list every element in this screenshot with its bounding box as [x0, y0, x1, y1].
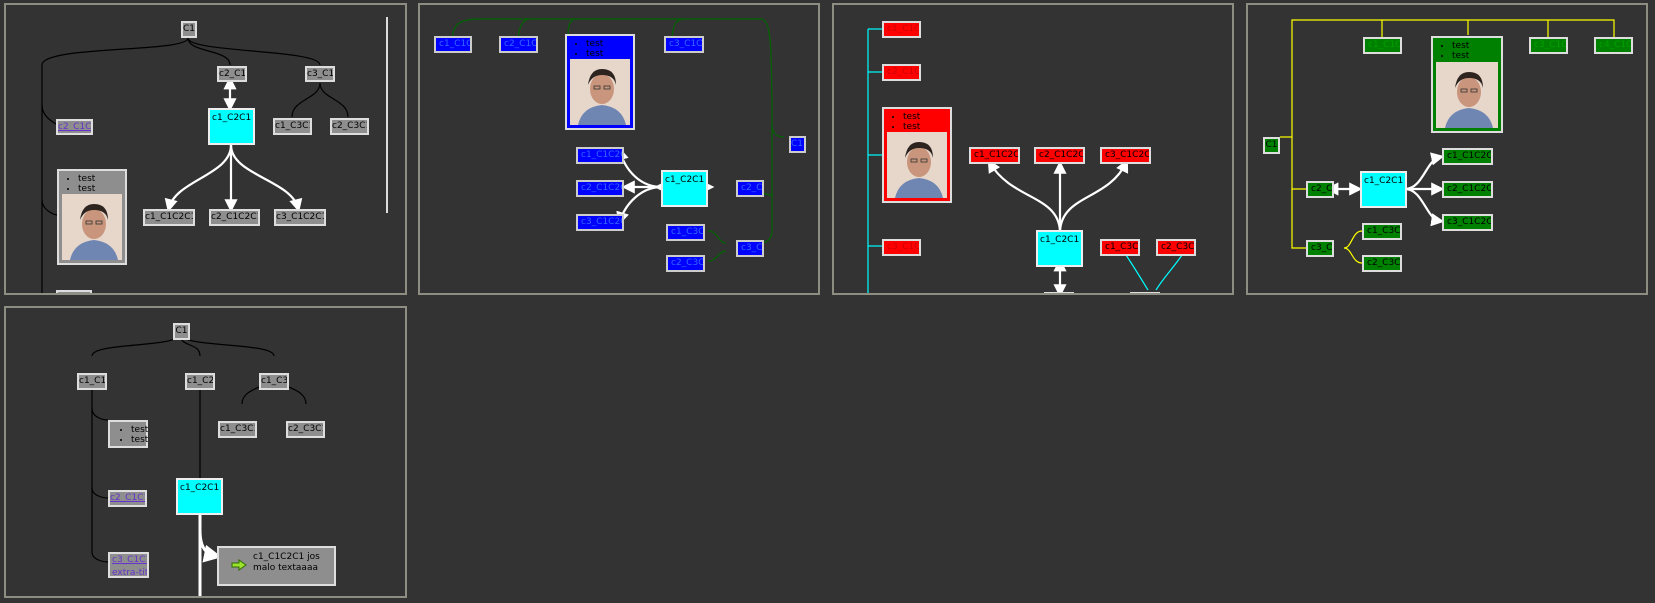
node-offscreen: [1130, 292, 1160, 293]
profile-card[interactable]: test test: [57, 169, 127, 265]
node-c2-c1c1[interactable]: c2_C1C1: [499, 36, 538, 53]
portrait-photo: [887, 132, 947, 198]
node-root[interactable]: C1: [1263, 137, 1280, 154]
node-c1-c3[interactable]: c1_C3: [259, 373, 289, 390]
node-c3-c1c1[interactable]: c3_C1C1: [1529, 37, 1568, 54]
portrait-photo: [1436, 62, 1498, 128]
node-root[interactable]: C1: [789, 136, 806, 153]
panel-tree-with-info: C1 c1_C1 c1_C2 c1_C3 test test c1_C3C1 c…: [4, 306, 407, 598]
arrow-right-icon: [231, 559, 247, 575]
node-c3-c1c1[interactable]: c3_C1C1: [664, 36, 704, 53]
node-c1-c3c1[interactable]: c1_C3C1: [1362, 223, 1402, 240]
node-c3-c1c2c1[interactable]: c3_C1C2C1: [274, 209, 326, 226]
node-c3-c1c2c1[interactable]: c3_C1C2C1: [1442, 214, 1493, 231]
list-item: test: [586, 39, 630, 49]
panel-red-tree: c1_C1C1 c2_C1C1 test test c3_C1C1 c1_C1C…: [832, 3, 1234, 295]
node-c2-c3c1[interactable]: c2_C3C1: [1362, 255, 1402, 272]
list-item: test: [131, 435, 148, 445]
node-c1-c1c1[interactable]: c1_C1C1: [882, 21, 921, 38]
node-c2-c1[interactable]: c2_C1: [217, 66, 247, 82]
profile-card[interactable]: test test: [565, 34, 635, 130]
profile-card[interactable]: test test: [1431, 36, 1503, 133]
list-card[interactable]: test test: [108, 420, 148, 448]
node-c1-c3c1[interactable]: c1_C3C1: [1100, 239, 1140, 256]
vertical-scrollbar[interactable]: [386, 17, 388, 213]
node-c3-c1c2c1[interactable]: c3_C1C2C1: [576, 214, 624, 231]
link-c3-c1c1-extra[interactable]: c3_C1C1 extra-title: [108, 552, 149, 578]
node-c3-c1[interactable]: c3_C1: [1306, 240, 1334, 257]
panel-blue-tree: c1_C1C1 c2_C1C1 test test c3_C1C1 c1_C1C…: [418, 3, 820, 295]
node-c2-c3c1[interactable]: c2_C3C1: [1156, 239, 1196, 256]
node-c1-c3c1[interactable]: c1_C3C1: [273, 118, 312, 135]
node-c4-c1c1[interactable]: c4_C1C1: [1594, 37, 1633, 54]
list-item: test: [586, 49, 630, 59]
node-c2-c1c2c1[interactable]: c2_C1C2C1: [1442, 181, 1493, 198]
node-offscreen: [1044, 292, 1074, 293]
node-c1-c2c1[interactable]: c1_C2C1: [208, 108, 255, 145]
node-c1-c2[interactable]: c1_C2: [185, 373, 215, 390]
node-root[interactable]: C1: [173, 323, 190, 340]
node-c2-c1c1[interactable]: c2_C1C1: [882, 64, 921, 81]
node-c1-c2c1[interactable]: c1_C2C1: [1036, 230, 1083, 267]
node-c3-c1[interactable]: c3_C1: [305, 66, 335, 82]
list-item: test: [131, 425, 148, 435]
node-c1-c2c1[interactable]: c1_C2C1: [176, 478, 223, 515]
card-list: test test: [1452, 41, 1498, 61]
link-c3-c1c1[interactable]: c3_C1C1: [112, 555, 149, 565]
node-c1-c2c1[interactable]: c1_C2C1: [1360, 171, 1407, 208]
card-list: test test: [903, 112, 947, 132]
panel-vertical-tree: C1 c2_C1 c3_C1 c1_C2C1 c1_C3C1 c2_C3C1 c…: [4, 3, 407, 295]
node-c2-c3c1[interactable]: c2_C3C1: [286, 421, 325, 438]
info-box[interactable]: c1_C1C2C1 jos malo textaaaa: [217, 546, 336, 586]
node-c1-c1[interactable]: c1_C1: [77, 373, 107, 390]
node-c1-c3c1[interactable]: c1_C3C1: [666, 224, 705, 241]
card-list: test test: [586, 39, 630, 59]
node-c1-c2c1[interactable]: c1_C2C1: [661, 170, 708, 207]
panel-green-tree: C1 c1_C1C1 test test c3_C1C1 c4_C1C1 c2_…: [1246, 3, 1648, 295]
list-item: test: [78, 174, 122, 184]
node-c1-c1c2c1[interactable]: c1_C1C2C1: [969, 147, 1020, 164]
node-c1-c1c1[interactable]: c1_C1C1: [434, 36, 472, 53]
node-c3-c1c1[interactable]: c3_C1C1: [882, 239, 921, 256]
list-item: test: [1452, 51, 1498, 61]
profile-card[interactable]: test test: [882, 107, 952, 203]
info-text: c1_C1C2C1 jos malo textaaaa: [253, 552, 320, 573]
link-c2-c1c1[interactable]: c2_C1C1: [108, 490, 147, 507]
node-c2-c1[interactable]: c2_C1: [1306, 181, 1334, 198]
portrait-photo: [570, 59, 630, 125]
node-c2-c1c2c1[interactable]: c2_C1C2C1: [1034, 147, 1085, 164]
portrait-photo: [62, 194, 122, 260]
node-c2-c1[interactable]: c2_C1: [736, 180, 764, 197]
node-c3-c1[interactable]: c3_C1: [736, 240, 764, 257]
list-item: test: [903, 112, 947, 122]
node-c1-c1c2c1[interactable]: c1_C1C2C1: [1442, 148, 1493, 165]
list-item: test: [78, 184, 122, 194]
list-item: test: [1452, 41, 1498, 51]
list-item: test: [903, 122, 947, 132]
node-c3-c1c2c1[interactable]: c3_C1C2C1: [1100, 147, 1151, 164]
node-c1-c1c1[interactable]: c1_C1C1: [1363, 37, 1402, 54]
node-c2-c1c2c1[interactable]: c2_C1C2C1: [576, 180, 624, 197]
node-root[interactable]: C1: [181, 21, 197, 38]
node-c2-c3c1[interactable]: c2_C3C1: [666, 255, 705, 272]
node-c2-c3c1[interactable]: c2_C3C1: [330, 118, 369, 135]
card-list: test test: [131, 425, 148, 445]
node-c1-c3c1[interactable]: c1_C3C1: [218, 421, 257, 438]
link-extra-title[interactable]: extra-title: [112, 568, 149, 578]
link-c2-c1c1[interactable]: c2_C1C1: [56, 119, 93, 135]
node-c1-c1c2c1[interactable]: c1_C1C2C1: [576, 147, 624, 164]
panel5-connectors: [91, 333, 307, 596]
node-c2-c1c2c1[interactable]: c2_C1C2C1: [209, 209, 260, 226]
node-offscreen: [56, 290, 92, 293]
card-list: test test: [78, 174, 122, 194]
node-c1-c1c2c1[interactable]: c1_C1C2C1: [143, 209, 195, 226]
